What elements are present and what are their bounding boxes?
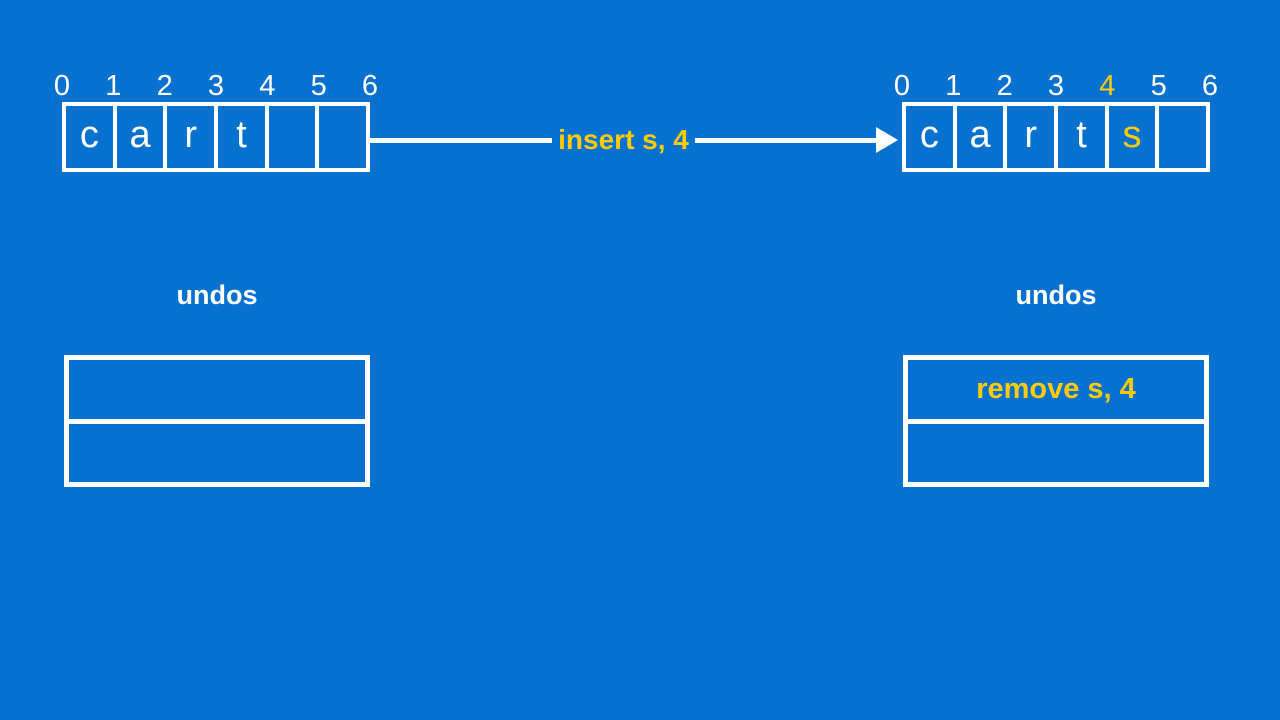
array-before-index-3: 3	[207, 70, 225, 102]
array-after-cell-2[interactable]: r	[1007, 106, 1059, 168]
undo-stack-after-title: undos	[1015, 280, 1097, 310]
array-before-index-2: 2	[156, 70, 173, 102]
array-after-index-6: 6	[1201, 70, 1219, 102]
arrow-label: insert s, 4	[558, 124, 689, 155]
undo-stack-after: undos	[903, 282, 1209, 309]
undo-stack-before-box	[64, 355, 370, 487]
array-after-index-1: 1	[945, 70, 962, 102]
array-after-cell-5[interactable]	[1159, 106, 1206, 168]
array-after-index-3: 3	[1047, 70, 1065, 102]
array-before-index-5: 5	[310, 70, 327, 102]
undo-stack-before-cell-1[interactable]	[69, 424, 365, 483]
array-after-cell-4[interactable]: s	[1109, 106, 1160, 168]
undo-stack-before-cell-0[interactable]	[69, 360, 365, 424]
array-after-index-4: 4	[1099, 70, 1116, 102]
array-after-index-0: 0	[893, 70, 911, 102]
array-before-box: c a r t	[62, 102, 370, 172]
undo-stack-after-cell-0[interactable]: remove s, 4	[908, 360, 1204, 424]
array-before-cell-2[interactable]: r	[167, 106, 219, 168]
array-after: 0 1 2 3 4 5 6 c a r t s	[894, 70, 1218, 172]
array-after-box: c a r t s	[902, 102, 1210, 172]
array-before-cell-4[interactable]	[269, 106, 320, 168]
array-before-index-6: 6	[361, 70, 379, 102]
array-after-cell-1[interactable]: a	[957, 106, 1008, 168]
arrow-head-icon	[876, 127, 899, 153]
arrow-line-right	[694, 137, 878, 143]
array-before-index-0: 0	[53, 70, 71, 102]
arrow-line-left	[370, 137, 553, 143]
array-after-cell-3[interactable]: t	[1058, 106, 1109, 168]
array-after-index-row: 0 1 2 3 4 5 6	[894, 70, 1218, 102]
array-before: 0 1 2 3 4 5 6 c a r t	[54, 70, 378, 172]
array-before-cell-5[interactable]	[319, 106, 366, 168]
undo-stack-before-title: undos	[176, 280, 258, 310]
undo-stack-before: undos	[64, 282, 370, 309]
array-after-index-5: 5	[1150, 70, 1167, 102]
transition-arrow: insert s, 4	[370, 120, 899, 160]
array-before-cell-0[interactable]: c	[66, 106, 117, 168]
undo-stack-after-box: remove s, 4	[903, 355, 1209, 487]
array-before-index-row: 0 1 2 3 4 5 6	[54, 70, 378, 102]
array-after-index-2: 2	[996, 70, 1013, 102]
array-before-cell-1[interactable]: a	[117, 106, 168, 168]
undo-stack-after-cell-1[interactable]	[908, 424, 1204, 483]
array-before-index-1: 1	[105, 70, 122, 102]
array-before-index-4: 4	[259, 70, 276, 102]
array-before-cell-3[interactable]: t	[218, 106, 269, 168]
array-after-cell-0[interactable]: c	[906, 106, 957, 168]
